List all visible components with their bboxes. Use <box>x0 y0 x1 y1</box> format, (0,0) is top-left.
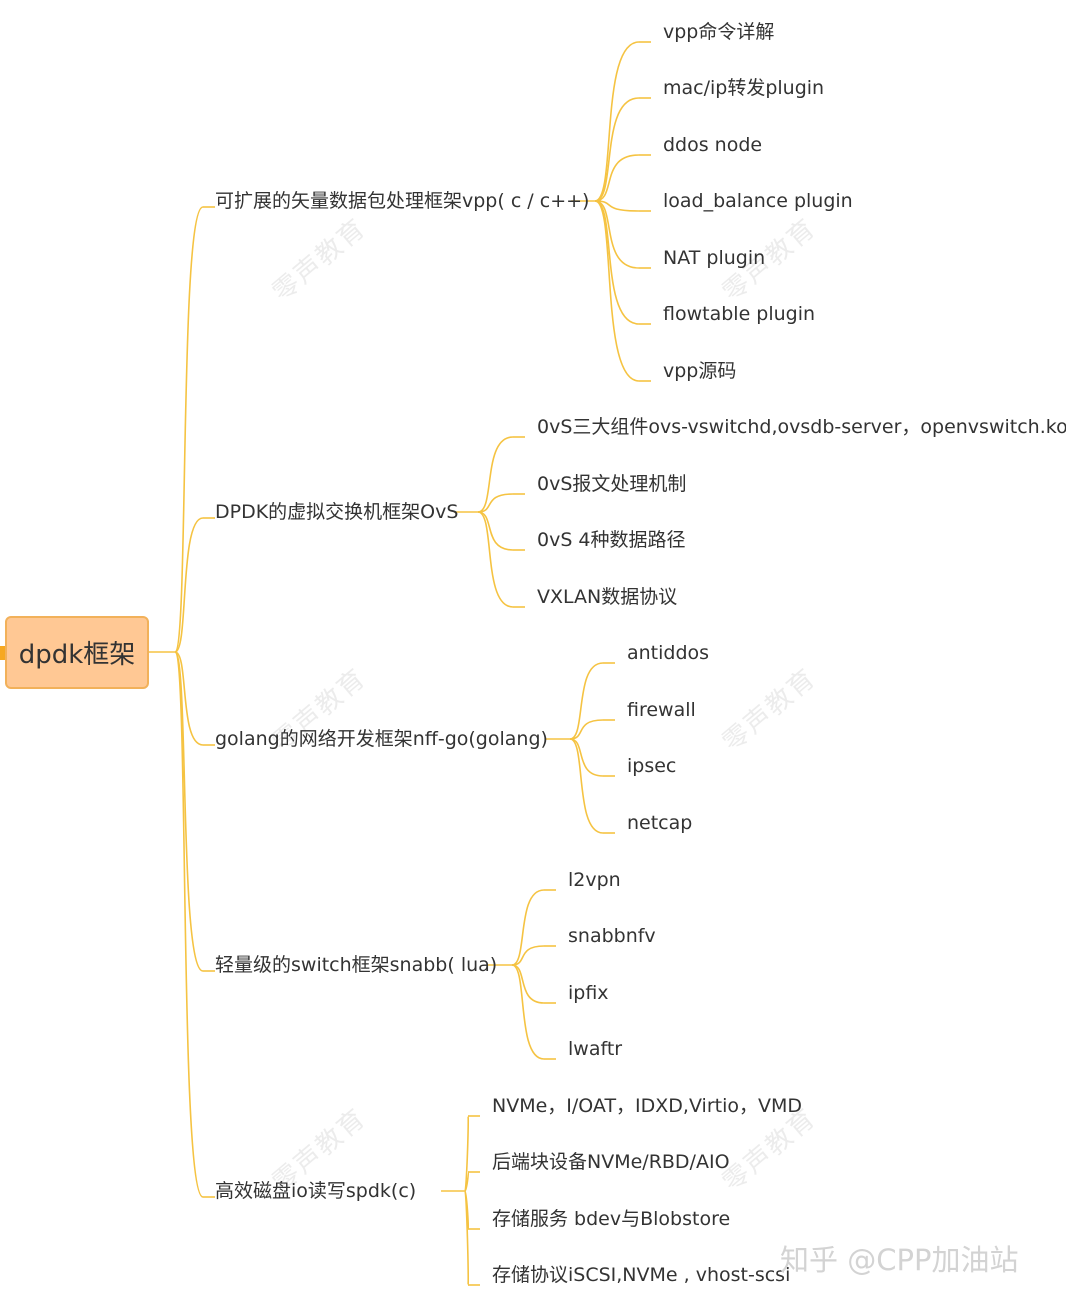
leaf-node[interactable]: 后端块设备NVMe/RBD/AIO <box>492 1151 730 1173</box>
child-connector <box>594 200 640 382</box>
leaf-node[interactable]: NAT plugin <box>663 247 766 269</box>
leaf-node[interactable]: 0vS三大组件ovs-vswitchd,ovsdb-server，openvsw… <box>537 416 1066 438</box>
child-connector <box>511 964 545 1060</box>
root-node[interactable]: dpdk框架 <box>5 616 149 689</box>
child-connector <box>511 945 545 966</box>
child-connector <box>594 200 640 325</box>
leaf-node[interactable]: firewall <box>627 699 696 721</box>
leaf-node[interactable]: VXLAN数据协议 <box>537 586 678 608</box>
leaf-node[interactable]: vpp源码 <box>663 360 737 382</box>
leaf-node[interactable]: flowtable plugin <box>663 303 816 325</box>
child-connector <box>594 154 640 202</box>
branch-connector <box>174 651 204 972</box>
leaf-node[interactable]: antiddos <box>627 642 710 664</box>
leaf-node[interactable]: netcap <box>627 812 693 834</box>
child-connector <box>477 511 514 551</box>
child-connector <box>594 97 640 202</box>
leaf-node[interactable]: load_balance plugin <box>663 190 853 212</box>
leaf-node[interactable]: 0vS报文处理机制 <box>537 473 687 495</box>
child-connector <box>594 41 640 202</box>
child-connector <box>569 719 604 740</box>
root-label: dpdk框架 <box>18 640 136 670</box>
leaf-node[interactable]: 存储协议iSCSI,NVMe , vhost-scsi <box>492 1264 791 1286</box>
leaf-node[interactable]: mac/ip转发plugin <box>663 77 825 99</box>
leaf-node[interactable]: 0vS 4种数据路径 <box>537 529 686 551</box>
child-connector <box>511 889 545 966</box>
branch-connector <box>174 517 204 653</box>
branch-connector <box>174 651 204 1198</box>
leaf-node[interactable]: lwaftr <box>568 1038 623 1060</box>
child-connector <box>511 964 545 1004</box>
child-connector <box>569 738 604 834</box>
leaf-node[interactable]: NVMe，I/OAT，IDXD,Virtio，VMD <box>492 1095 803 1117</box>
branch-node[interactable]: DPDK的虚拟交换机框架OvS <box>215 501 459 523</box>
root-connector-stub <box>0 646 8 660</box>
branch-connector <box>174 651 204 746</box>
leaf-node[interactable]: ipsec <box>627 755 677 777</box>
child-connector <box>569 738 604 777</box>
leaf-node[interactable]: ddos node <box>663 134 763 156</box>
child-connector <box>477 493 514 513</box>
branch-node[interactable]: 可扩展的矢量数据包处理框架vpp( c / c++) <box>215 190 590 212</box>
branch-connector <box>174 206 204 653</box>
leaf-node[interactable]: ipfix <box>568 982 609 1004</box>
child-connector <box>594 200 640 269</box>
child-connector <box>464 1190 470 1286</box>
child-connector <box>594 200 640 212</box>
footer-watermark: 知乎 @CPP加油站 <box>780 1243 1019 1277</box>
child-connector <box>477 511 514 608</box>
child-connector <box>569 662 604 740</box>
leaf-node[interactable]: l2vpn <box>568 869 621 891</box>
child-connector <box>477 436 514 513</box>
branch-node[interactable]: 轻量级的switch框架snabb( lua) <box>215 954 498 976</box>
leaf-node[interactable]: snabbnfv <box>568 925 656 947</box>
branch-node[interactable]: 高效磁盘io读写spdk(c) <box>215 1180 417 1202</box>
branch-node[interactable]: golang的网络开发框架nff-go(golang) <box>215 728 548 750</box>
leaf-node[interactable]: 存储服务 bdev与Blobstore <box>492 1208 731 1230</box>
leaf-node[interactable]: vpp命令详解 <box>663 21 775 43</box>
